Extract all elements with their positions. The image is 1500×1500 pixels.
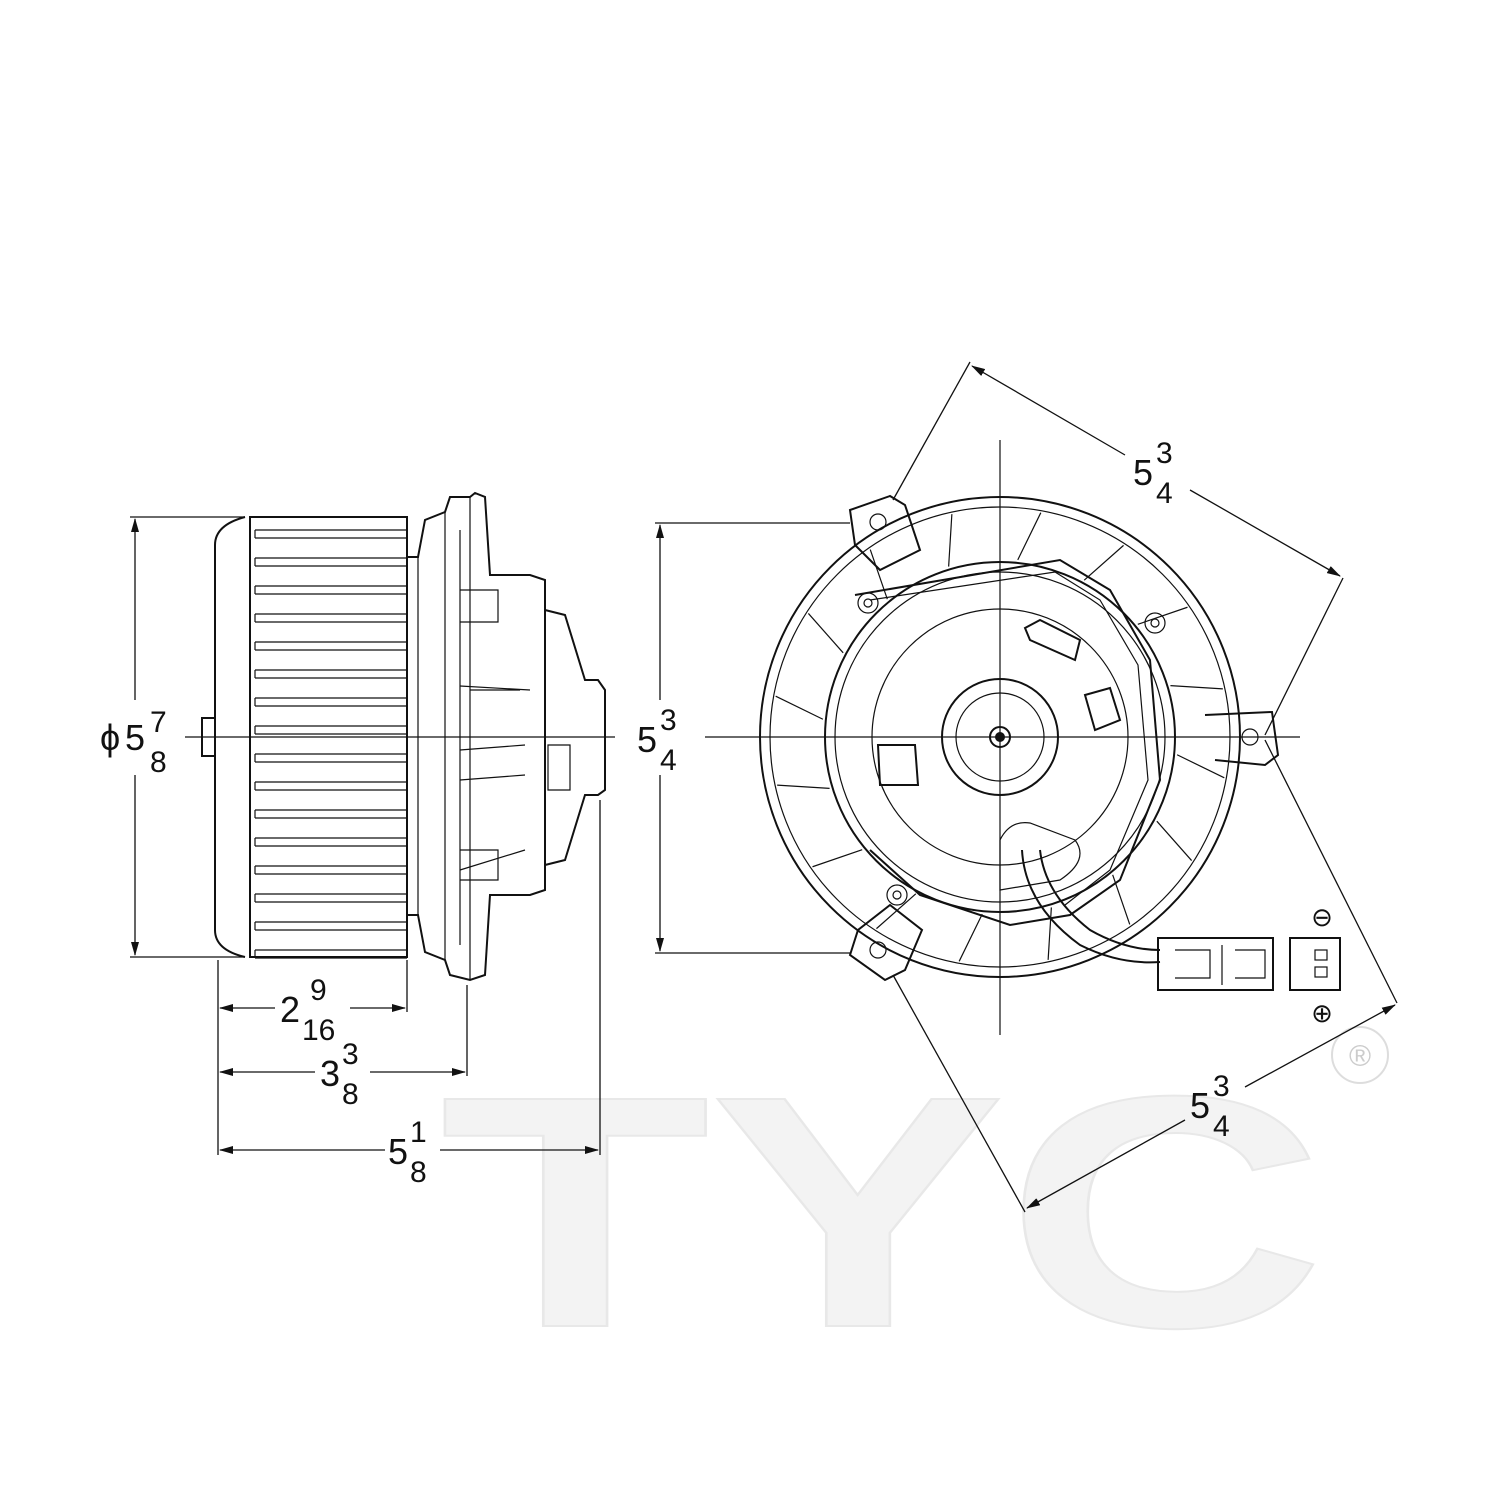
dim-mount-height: 5 3 4: [637, 704, 677, 777]
registered-mark-icon: [1331, 1026, 1389, 1084]
dim-diagonal-top: 5 3 4: [1133, 437, 1173, 510]
svg-text:4: 4: [1156, 477, 1173, 510]
svg-text:5: 5: [637, 719, 657, 760]
dimension-lines: [130, 361, 1398, 1213]
svg-text:3: 3: [342, 1038, 359, 1071]
dim-flange-width: 3 3 8: [320, 1038, 359, 1111]
dim-total-width: 5 1 8: [388, 1116, 427, 1189]
svg-text:16: 16: [302, 1014, 335, 1047]
dim-diameter: ϕ 5 7 8: [100, 706, 167, 779]
svg-text:4: 4: [660, 744, 677, 777]
svg-text:8: 8: [342, 1078, 359, 1111]
svg-text:3: 3: [660, 704, 677, 737]
svg-text:1: 1: [410, 1116, 427, 1149]
svg-text:8: 8: [150, 746, 167, 779]
front-view: [759, 494, 1341, 991]
svg-text:5: 5: [388, 1131, 408, 1172]
dim-diagonal-bottom: 5 3 4: [1190, 1070, 1230, 1143]
wire-connector: [1157, 937, 1274, 991]
negative-terminal-symbol: ⊖: [1311, 902, 1333, 932]
positive-terminal-symbol: ⊕: [1311, 998, 1333, 1028]
svg-text:8: 8: [410, 1156, 427, 1189]
center-lines: [185, 440, 1300, 1035]
connector-pinout: [1289, 937, 1341, 991]
svg-text:ϕ: ϕ: [100, 717, 120, 758]
svg-text:5: 5: [125, 717, 145, 758]
dim-wheel-width: 2 9 16: [280, 974, 335, 1047]
svg-text:3: 3: [320, 1053, 340, 1094]
svg-text:2: 2: [280, 989, 300, 1030]
svg-text:7: 7: [150, 706, 167, 739]
side-view: [201, 491, 606, 982]
svg-text:3: 3: [1213, 1070, 1230, 1103]
svg-text:4: 4: [1213, 1110, 1230, 1143]
svg-text:5: 5: [1133, 452, 1153, 493]
svg-text:9: 9: [310, 974, 327, 1007]
svg-text:TYC: TYC: [440, 1027, 1325, 1396]
registered-mark: ®: [1349, 1040, 1371, 1073]
svg-text:5: 5: [1190, 1085, 1210, 1126]
tyc-watermark: TYC ®: [439, 1026, 1389, 1397]
svg-text:3: 3: [1156, 437, 1173, 470]
